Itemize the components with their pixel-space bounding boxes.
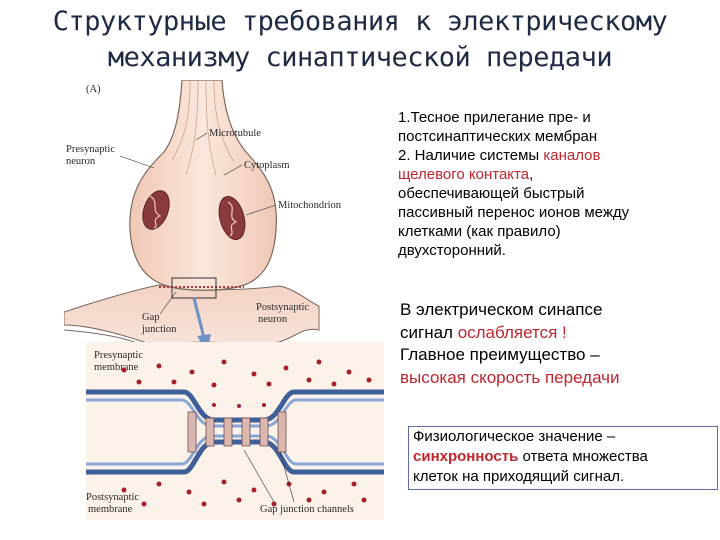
label-presynaptic-membrane-1: Presynaptic (94, 350, 143, 361)
synapse-diagram: (A) Microtubule (64, 80, 384, 520)
label-mitochondrion: Mitochondrion (278, 200, 342, 211)
label-postsynaptic-membrane-1: Postsynaptic (86, 492, 139, 503)
microtubules (171, 80, 235, 176)
block2-line-1: В электрическом синапсе (400, 300, 603, 319)
presynaptic-neuron-body (129, 80, 277, 291)
text-block-structural-requirements: 1.Тесное прилегание пре- и постсинаптиче… (398, 108, 698, 260)
label-postsynaptic-neuron-1: Postsynaptic (256, 302, 309, 313)
mitochondrion-right (218, 196, 246, 240)
label-presynaptic-membrane-2: membrane (94, 362, 139, 373)
title-line-2: механизму синаптической передачи (107, 42, 613, 73)
block2-highlight-weakens: ослабляется ! (457, 322, 567, 342)
postsynaptic-membrane (86, 434, 384, 475)
block1-line-4: щелевого контакта, (398, 166, 534, 183)
zoom-panel-background (86, 342, 384, 520)
label-cytoplasm: Cytoplasm (244, 160, 290, 171)
block1-line-6: пассивный перенос ионов между (398, 204, 630, 221)
ions (121, 359, 372, 507)
label-presynaptic-neuron-2: neuron (66, 156, 96, 167)
label-microtubule: Microtubule (209, 128, 261, 139)
block1-line-5: обеспечивающей быстрый (398, 185, 585, 202)
label-postsynaptic-neuron-2: neuron (258, 314, 288, 325)
block1-line-2: постсинаптических мембран (398, 128, 598, 145)
block3-highlight-synchrony: синхронность (413, 448, 519, 465)
block3-line-1: Физиологическое значение – (413, 428, 616, 445)
block1-highlight-gap-junction: щелевого контакта (398, 166, 530, 183)
label-presynaptic-neuron-1: Presynaptic (66, 144, 115, 155)
slide-title: Структурные требования к электрическому … (0, 4, 720, 76)
block1-line-3: 2. Наличие системы каналов (398, 147, 601, 164)
block2-line-3: Главное преимущество – (400, 345, 600, 364)
block3-line-2: синхронность ответа множества (413, 448, 648, 465)
gap-junction-channels (187, 411, 287, 453)
block1-line-8: двухсторонний. (398, 242, 506, 259)
text-block-physiological-value: Физиологическое значение – синхронность … (408, 426, 718, 490)
title-line-1: Структурные требования к электрическому (52, 6, 668, 37)
block1-line-1: 1.Тесное прилегание пре- и (398, 109, 591, 126)
label-gap-junction-channels: Gap junction channels (260, 504, 354, 515)
label-gap-junction-1: Gap (142, 312, 160, 323)
mitochondrion-left (142, 190, 170, 230)
panel-label: (A) (86, 84, 101, 95)
label-gap-junction-2: junction (141, 324, 177, 335)
presynaptic-membrane (86, 389, 384, 428)
block1-highlight-channels: каналов (543, 147, 601, 164)
block2-line-4: высокая скорость передачи (400, 367, 620, 387)
text-block-electrical-synapse: В электрическом синапсе сигнал ослабляет… (400, 299, 700, 389)
block3-line-3: клеток на приходящий сигнал. (413, 468, 625, 485)
block1-line-7: клетками (как правило) (398, 223, 561, 240)
label-postsynaptic-membrane-2: membrane (88, 504, 133, 515)
synapse-figure: (A) Microtubule (64, 80, 386, 522)
block2-line-2: сигнал ослабляется ! (400, 322, 567, 342)
